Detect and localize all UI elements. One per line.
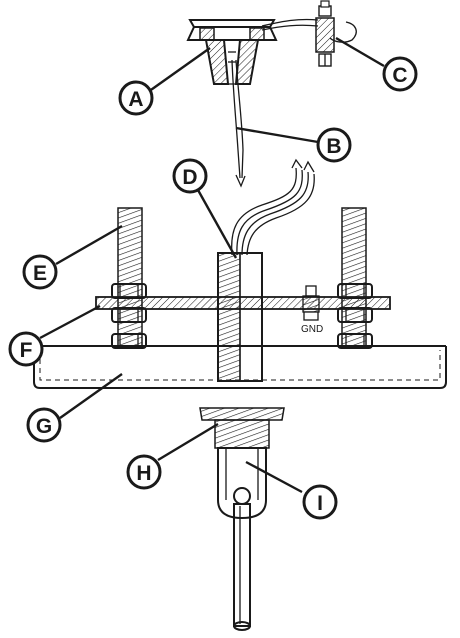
sensor-d (217, 252, 263, 382)
fitting-a (186, 19, 278, 85)
callout-i-label: I (317, 492, 323, 515)
callout-h: H (126, 454, 162, 490)
sensor-cable (230, 158, 315, 256)
leader-i (245, 460, 303, 494)
callout-e-label: E (33, 262, 47, 285)
callout-g-label: G (36, 415, 52, 438)
leader-f (39, 304, 101, 340)
nut-h (199, 407, 285, 449)
callout-i: I (302, 484, 338, 520)
ground-screw: GND (301, 285, 323, 335)
callout-e: E (22, 254, 58, 290)
stud-left (117, 207, 143, 349)
callout-a: A (118, 80, 154, 116)
callout-d: D (172, 158, 208, 194)
leader-g (59, 373, 123, 419)
leader-e (55, 224, 123, 266)
leader-d (196, 189, 238, 259)
callout-h-label: H (136, 462, 151, 485)
ground-label: GND (301, 324, 323, 335)
clamp-c (261, 0, 357, 67)
wire-b (231, 59, 246, 188)
stud-right (341, 207, 367, 349)
nuts-left (111, 283, 147, 349)
callout-b: B (316, 127, 352, 163)
callout-a-label: A (128, 88, 143, 111)
callout-f: F (8, 331, 44, 367)
callout-g: G (26, 407, 62, 443)
nuts-right (337, 283, 373, 349)
leader-c (335, 36, 385, 68)
callout-b-label: B (326, 135, 341, 158)
leader-a (147, 47, 211, 93)
callout-c-label: C (392, 64, 407, 87)
callout-c: C (382, 56, 418, 92)
callout-d-label: D (182, 166, 197, 189)
callout-f-label: F (20, 339, 33, 362)
probe-i (217, 447, 267, 631)
leader-b (235, 126, 319, 144)
leader-h (157, 422, 219, 462)
